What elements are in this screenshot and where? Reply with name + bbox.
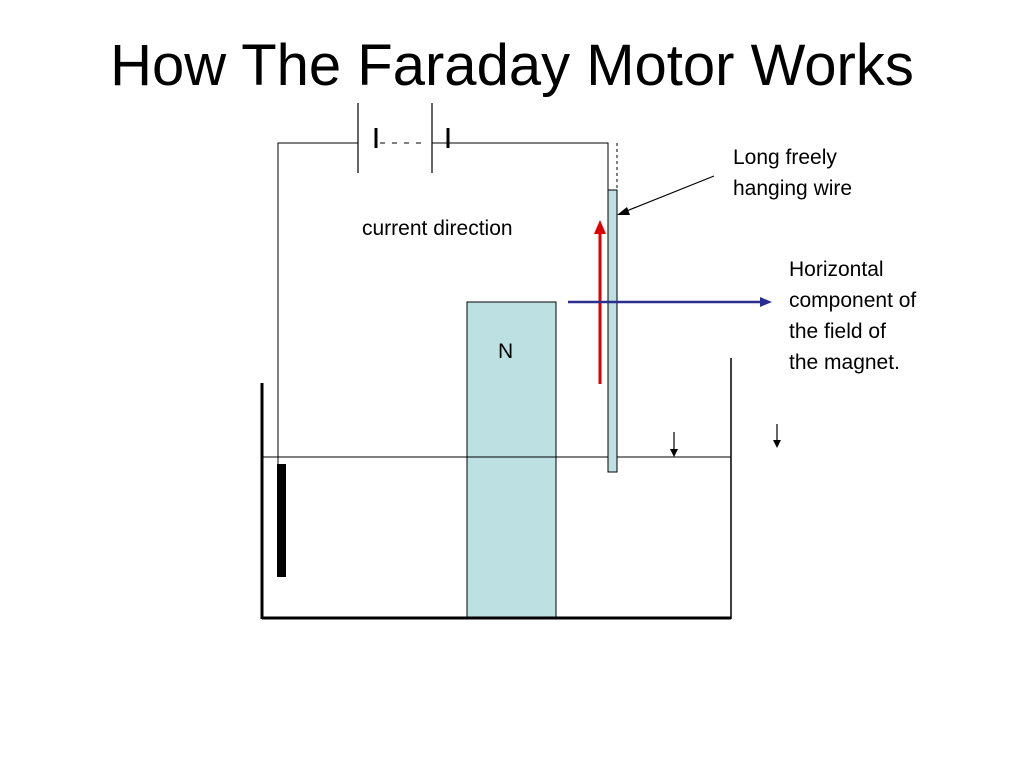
hanging-wire-label: Long freely hanging wire	[733, 142, 933, 204]
small-down-arrow	[773, 424, 781, 448]
label-line: Long freely	[733, 146, 837, 169]
fixed-electrode	[277, 464, 286, 577]
label-line: hanging wire	[733, 177, 853, 200]
current-direction-label: current direction	[362, 217, 513, 240]
label-line: Horizontal	[789, 258, 884, 281]
container-vessel	[260, 358, 732, 620]
label-line: the field of	[789, 320, 886, 343]
wire-pointer-arrow	[617, 175, 715, 215]
wire-hanger-dashed	[607, 143, 618, 190]
label-line: the magnet.	[789, 351, 900, 374]
battery-icon	[357, 103, 450, 173]
field-component-label: Horizontal component of the field of the…	[789, 254, 989, 378]
label-line: component of	[789, 289, 917, 312]
magnet-pole-label: N	[498, 340, 514, 363]
slide-title: How The Faraday Motor Works	[110, 33, 914, 98]
hanging-wire	[607, 189, 618, 473]
current-direction-arrow	[594, 220, 606, 384]
small-down-arrow	[670, 432, 678, 457]
field-direction-arrow	[568, 297, 772, 307]
circuit-wire	[277, 142, 609, 567]
